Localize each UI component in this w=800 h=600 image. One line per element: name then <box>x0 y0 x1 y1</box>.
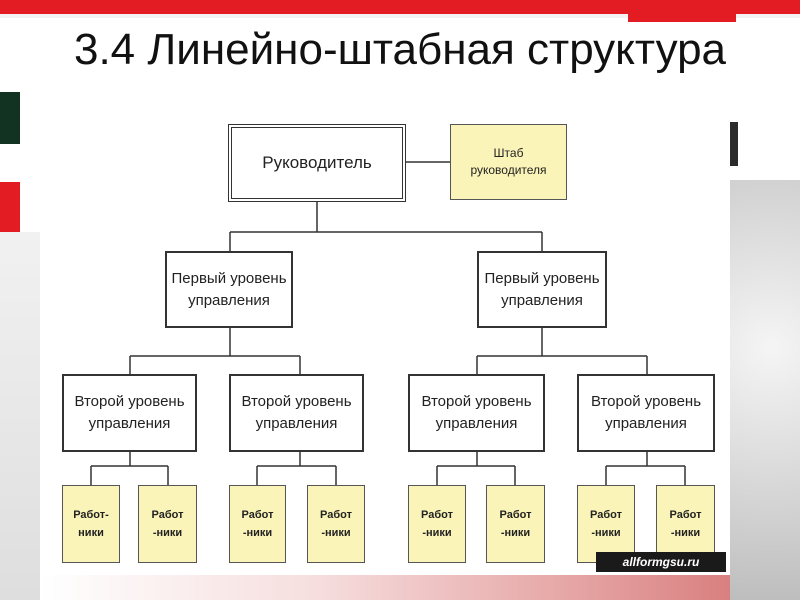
slide-title: 3.4 Линейно-штабная структура <box>73 25 727 74</box>
workers-box-7: Работ -ники <box>577 485 635 563</box>
workers-box-8: Работ -ники <box>656 485 715 563</box>
top-band <box>0 14 800 18</box>
workers-box-6: Работ -ники <box>486 485 545 563</box>
second-level-box-3: Второй уровень управления <box>408 374 545 452</box>
first-level-box-2: Первый уровень управления <box>477 251 607 328</box>
right-dark-accent <box>728 122 738 166</box>
right-puzzle-decoration <box>728 180 800 600</box>
staff-box: Штаб руководителя <box>450 124 567 200</box>
bottom-red-gradient <box>40 575 730 600</box>
left-puzzle-decoration <box>0 232 42 600</box>
watermark: allformgsu.ru <box>596 552 726 572</box>
top-right-red-accent <box>628 14 736 22</box>
head-box: Руководитель <box>228 124 406 202</box>
top-red-bar <box>0 0 800 14</box>
workers-box-3: Работ -ники <box>229 485 286 563</box>
second-level-box-2: Второй уровень управления <box>229 374 364 452</box>
second-level-box-1: Второй уровень управления <box>62 374 197 452</box>
workers-box-1: Работ-ники <box>62 485 120 563</box>
first-level-box-1: Первый уровень управления <box>165 251 293 328</box>
org-chart-connectors <box>90 161 686 485</box>
org-chart-panel: Руководитель Штаб руководителя Первый ур… <box>40 112 730 575</box>
workers-box-2: Работ -ники <box>138 485 197 563</box>
workers-box-5: Работ -ники <box>408 485 466 563</box>
second-level-box-4: Второй уровень управления <box>577 374 715 452</box>
left-dark-accent <box>0 92 20 144</box>
workers-box-4: Работ -ники <box>307 485 365 563</box>
left-red-accent <box>0 182 20 234</box>
